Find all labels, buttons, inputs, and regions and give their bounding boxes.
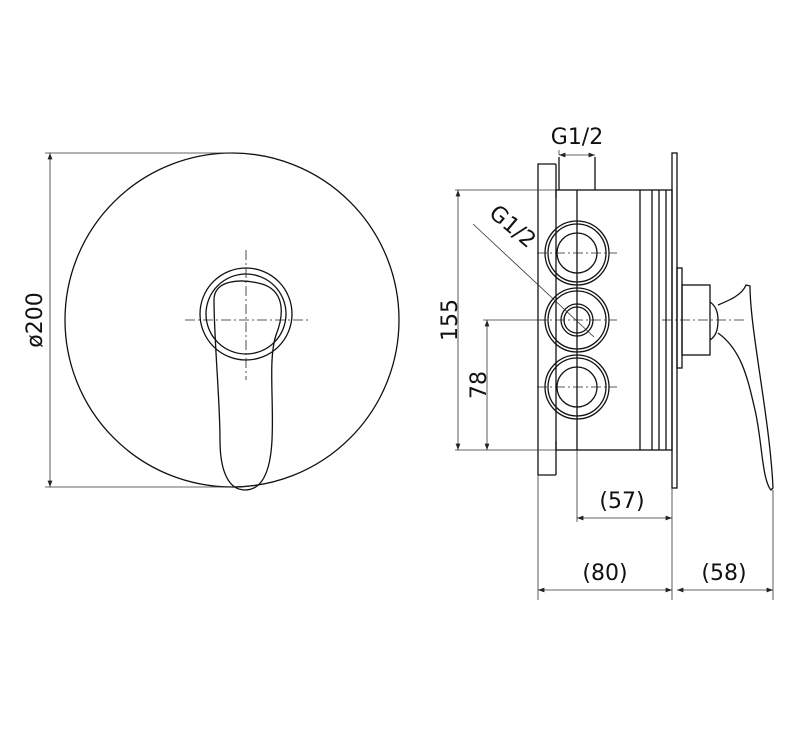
depth-box-label: (80) xyxy=(582,561,627,586)
diameter-label: ø200 xyxy=(23,292,48,347)
front-view: ø200 xyxy=(23,152,400,491)
lever-projection-label: (58) xyxy=(701,561,746,586)
side-view: 155 78 G1/2 G1/2 (57) (80) (58) xyxy=(438,125,774,600)
lever-front xyxy=(213,280,282,491)
cover-plate xyxy=(64,152,400,488)
lever-side xyxy=(709,284,774,491)
wall-plate xyxy=(671,152,678,489)
depth-center-label: (57) xyxy=(599,489,644,514)
height-label: 155 xyxy=(438,299,463,341)
outlet-side-label: G1/2 xyxy=(484,201,540,254)
center-height-label: 78 xyxy=(467,371,492,399)
outlet-top-label: G1/2 xyxy=(551,125,603,150)
